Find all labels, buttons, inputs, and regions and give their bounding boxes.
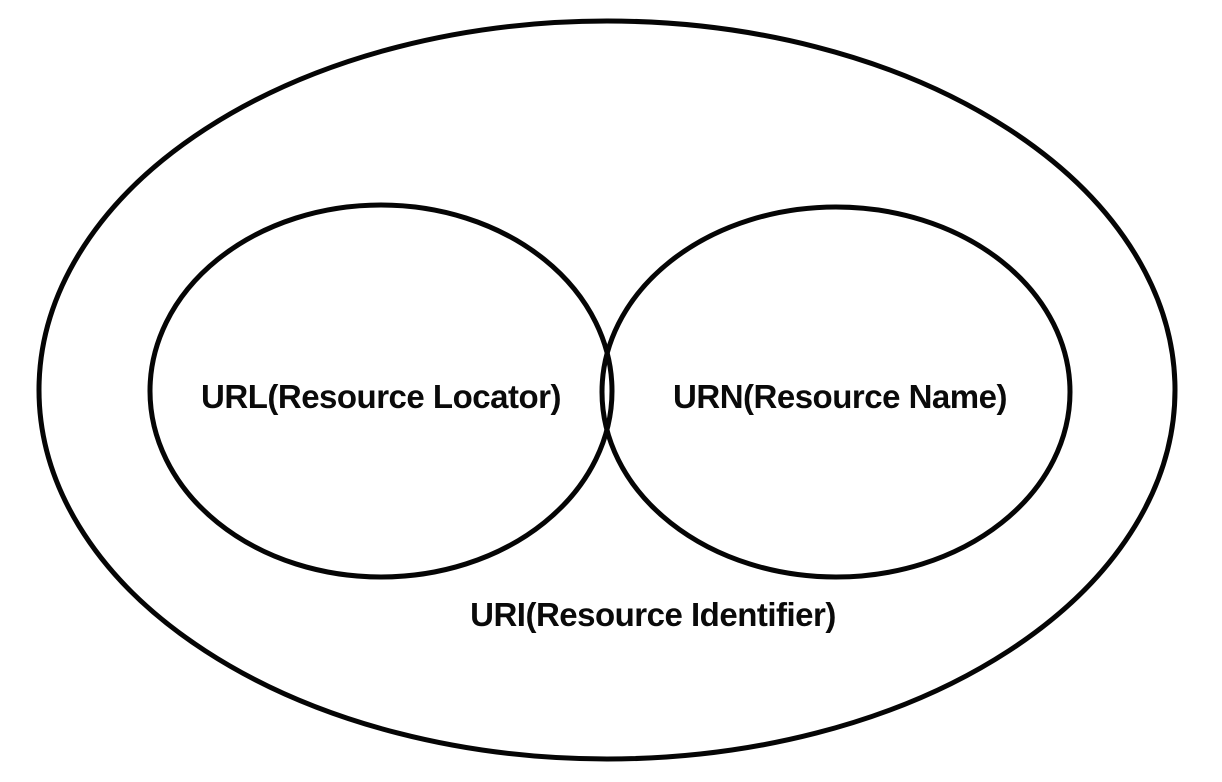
uri-outer-ellipse — [36, 18, 1178, 762]
url-left-ellipse — [147, 202, 615, 580]
url-label: URL(Resource Locator) — [201, 378, 561, 415]
urn-right-ellipse — [599, 204, 1073, 580]
uri-label: URI(Resource Identifier) — [470, 596, 836, 633]
urn-label: URN(Resource Name) — [673, 378, 1007, 415]
